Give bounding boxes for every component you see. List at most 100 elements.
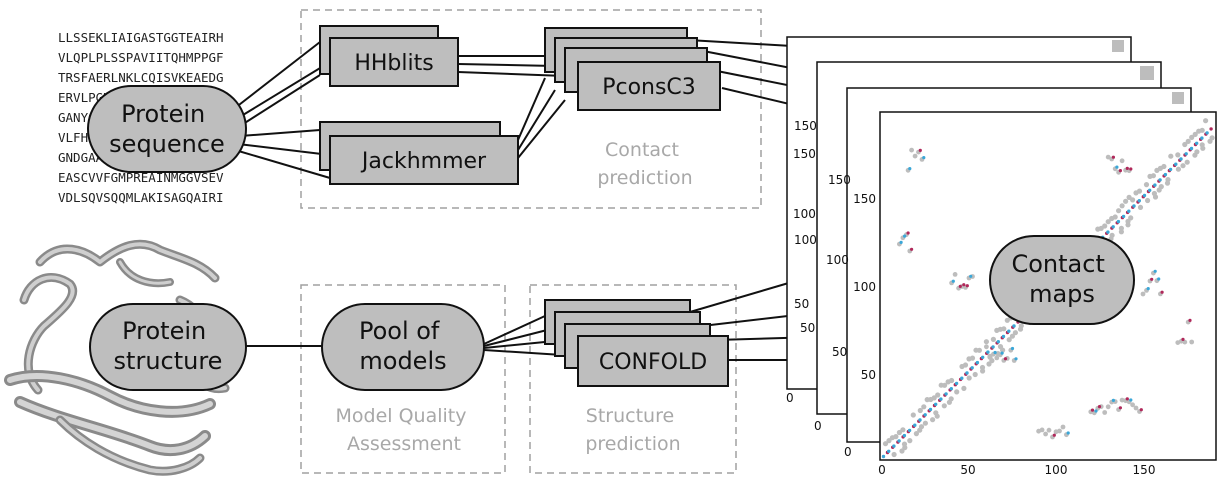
diagonal-contact <box>1163 172 1168 177</box>
predicted-contact <box>1150 277 1154 281</box>
native-contact <box>1109 232 1115 238</box>
confold-box <box>577 335 729 387</box>
native-contact <box>966 375 972 381</box>
native-contact <box>969 355 976 361</box>
predicted-contact <box>1125 166 1129 170</box>
contact-prediction-group <box>300 9 762 209</box>
predicted-contact <box>1010 346 1015 351</box>
native-contact <box>1145 197 1151 204</box>
svg-text:50: 50 <box>794 297 809 311</box>
native-contact <box>1112 214 1118 220</box>
native-contact <box>1001 326 1007 332</box>
svg-text:50: 50 <box>832 345 847 359</box>
diagonal-contact <box>1153 183 1157 187</box>
predicted-contact <box>1000 351 1004 355</box>
diagonal-contact <box>949 387 953 391</box>
native-contact <box>1140 291 1146 297</box>
native-contact <box>1123 198 1129 204</box>
sequence-line: VDLSQVSQQMLAKISAGQAIRI <box>58 190 224 205</box>
jackhmmer-box <box>329 135 519 185</box>
svg-text:Protein sequence: Protein sequence <box>109 100 225 158</box>
native-contact <box>1192 131 1198 137</box>
diagonal-contact <box>1189 146 1194 151</box>
native-contact <box>891 451 897 458</box>
predicted-contact <box>1111 155 1115 159</box>
predicted-contact <box>922 156 926 160</box>
native-contact <box>948 396 954 402</box>
diagonal-contact <box>965 371 969 375</box>
contact-map-front: 150 100 50 0 50 100 150 Contact maps <box>853 111 1217 477</box>
predicted-contact <box>1014 357 1018 361</box>
native-contact <box>976 347 983 353</box>
diagonal-contact <box>1121 214 1126 219</box>
native-contact <box>1180 163 1186 169</box>
predicted-contact <box>1188 318 1192 322</box>
diagonal-contact <box>892 444 896 448</box>
diagonal-contact <box>928 407 933 412</box>
native-contact <box>1143 182 1150 188</box>
diagonal-contact <box>1142 193 1147 198</box>
x-tick: 50 <box>960 463 975 477</box>
jackhmmer-label: Jackhmmer <box>360 149 487 174</box>
native-contact <box>983 339 990 345</box>
native-contact <box>1119 158 1125 164</box>
predicted-contact <box>918 148 922 152</box>
pool-of-models-node: Pool of models <box>321 303 485 391</box>
native-contact <box>1184 159 1190 165</box>
predicted-contact <box>1066 431 1070 435</box>
predicted-contact <box>1160 290 1164 294</box>
predicted-contact <box>1003 357 1008 361</box>
native-contact <box>1203 118 1209 124</box>
native-contact <box>941 403 947 409</box>
sequence-line: TRSFAERLNKLCQISVKEAEDG <box>58 70 224 85</box>
y-tick: 150 <box>853 192 876 206</box>
native-contact <box>997 344 1004 350</box>
native-contact <box>1137 204 1144 210</box>
native-contact <box>1116 208 1122 214</box>
predicted-contact <box>1118 169 1122 173</box>
predicted-contact <box>1097 405 1102 409</box>
native-contact <box>921 404 927 410</box>
diagonal-contact <box>1195 141 1199 145</box>
diagonal-contact <box>939 397 943 401</box>
native-contact <box>1168 153 1174 159</box>
predicted-contact <box>903 234 907 238</box>
native-contact <box>1165 177 1171 183</box>
native-contact <box>1102 223 1108 229</box>
svg-text:100: 100 <box>793 207 816 221</box>
diagonal-contact <box>1007 329 1011 333</box>
diagonal-contact <box>944 392 948 396</box>
pconsc3-box <box>577 61 721 111</box>
native-contact <box>1199 142 1205 148</box>
svg-text:0: 0 <box>814 419 822 433</box>
native-contact <box>1175 166 1181 172</box>
native-contact <box>1136 188 1143 194</box>
hhblits-stack: HHblits <box>319 25 459 87</box>
native-contact <box>1060 424 1066 430</box>
diagonal-contact <box>954 381 959 386</box>
structure-prediction-group <box>529 284 737 474</box>
native-contact <box>930 417 936 423</box>
native-contact <box>949 377 955 384</box>
native-contact <box>1158 184 1164 190</box>
predicted-contact <box>969 274 973 278</box>
native-contact <box>1194 149 1200 155</box>
native-contact <box>933 410 939 416</box>
confold-stack: CONFOLD <box>544 299 729 387</box>
diagonal-contact <box>1012 324 1016 328</box>
diagonal-contact <box>1111 225 1115 229</box>
diagonal-contact <box>991 345 995 349</box>
native-contact <box>1018 323 1024 329</box>
native-contact <box>986 361 992 367</box>
predicted-contact <box>1118 406 1122 410</box>
native-contact <box>1105 404 1111 410</box>
native-contact <box>935 392 941 398</box>
native-contact <box>990 336 997 342</box>
native-contact <box>1118 225 1124 231</box>
diagonal-contact <box>960 376 964 380</box>
diagonal-contact <box>897 439 901 443</box>
svg-text:100: 100 <box>826 253 849 267</box>
predicted-contact <box>1129 167 1133 171</box>
native-contact <box>1102 410 1108 415</box>
